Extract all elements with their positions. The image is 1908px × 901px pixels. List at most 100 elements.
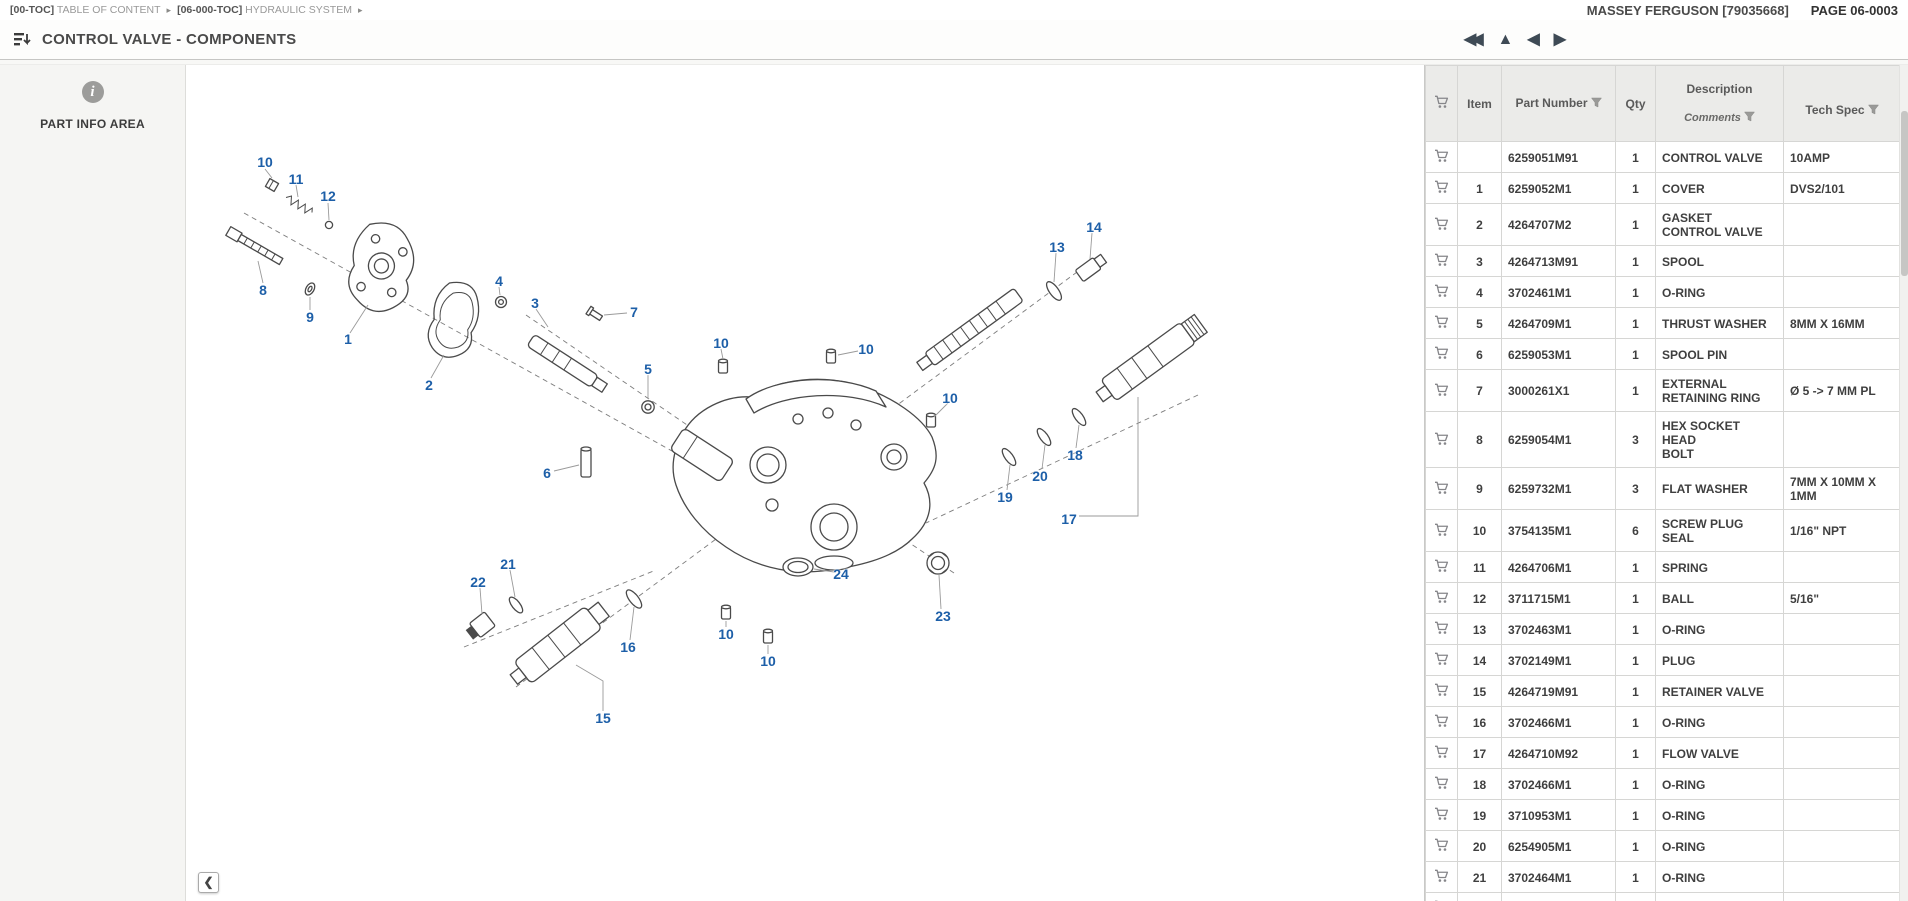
part-callout[interactable]: 8 [259,282,267,298]
add-to-cart-button[interactable] [1425,768,1458,800]
add-to-cart-button[interactable] [1425,830,1458,862]
part-callout[interactable]: 7 [630,304,638,320]
part-callout[interactable]: 10 [760,653,776,669]
add-to-cart-button[interactable] [1425,644,1458,676]
cart-icon[interactable] [1434,217,1450,231]
collapse-panel-button[interactable]: ❮ [198,872,219,893]
cart-icon[interactable] [1434,346,1450,360]
add-to-cart-button[interactable] [1425,706,1458,738]
add-to-cart-button[interactable] [1425,737,1458,769]
cart-icon[interactable] [1434,621,1450,635]
add-to-cart-button[interactable] [1425,203,1458,246]
add-to-cart-button[interactable] [1425,338,1458,370]
previous-page-button[interactable]: ◀ [1527,30,1540,48]
cart-icon[interactable] [1434,284,1450,298]
part-callout[interactable]: 10 [718,626,734,642]
add-to-cart-button[interactable] [1425,411,1458,468]
cart-icon[interactable] [1434,652,1450,666]
part-callout[interactable]: 6 [543,465,551,481]
breadcrumb-item-toc[interactable]: [00-TOC] TABLE OF CONTENT [10,4,161,16]
first-page-button[interactable]: ◀◀ [1463,30,1484,48]
add-to-cart-button[interactable] [1425,892,1458,901]
add-to-cart-button[interactable] [1425,172,1458,204]
part-callout[interactable]: 10 [713,335,729,351]
part-callout[interactable]: 3 [531,295,539,311]
part-callout[interactable]: 11 [288,171,304,187]
add-to-cart-button[interactable] [1425,307,1458,339]
cart-icon[interactable] [1434,590,1450,604]
part-callout[interactable]: 20 [1032,468,1048,484]
add-to-cart-button[interactable] [1425,861,1458,893]
cart-icon[interactable] [1434,714,1450,728]
add-to-cart-button[interactable] [1425,675,1458,707]
part-callout[interactable]: 5 [644,361,652,377]
add-to-cart-button[interactable] [1425,276,1458,308]
cart-icon[interactable] [1434,432,1450,446]
add-to-cart-button[interactable] [1425,141,1458,173]
cart-icon[interactable] [1434,559,1450,573]
add-to-cart-button[interactable] [1425,369,1458,412]
add-to-cart-button[interactable] [1425,799,1458,831]
part-callout[interactable]: 13 [1049,239,1065,255]
part-callout[interactable]: 17 [1061,511,1077,527]
cart-icon[interactable] [1434,523,1450,537]
add-to-cart-button[interactable] [1425,509,1458,552]
cart-icon[interactable] [1434,838,1450,852]
part-callout[interactable]: 16 [620,639,636,655]
cart-icon[interactable] [1434,869,1450,883]
part-callout[interactable]: 18 [1067,447,1083,463]
part-callout[interactable]: 10 [942,390,958,406]
table-row[interactable]: 224264718M11HEX PLUGM18 [1425,892,1901,901]
add-to-cart-button[interactable] [1425,467,1458,510]
table-scrollbar[interactable] [1899,65,1908,901]
part-callout[interactable]: 12 [320,188,336,204]
part-callout[interactable]: 10 [257,154,273,170]
part-callout[interactable]: 24 [833,566,849,582]
part-callout[interactable]: 15 [595,710,611,726]
part-callout[interactable]: 22 [470,574,486,590]
next-page-button[interactable]: ▶ [1553,30,1566,48]
filter-icon[interactable] [1867,104,1879,118]
part-callout[interactable]: 23 [935,608,951,624]
part-callout[interactable]: 10 [858,341,874,357]
cart-icon[interactable] [1434,180,1450,194]
part-callout[interactable]: 21 [500,556,516,572]
part-callout[interactable]: 2 [425,377,433,393]
cart-icon[interactable] [1434,383,1450,397]
part-callout[interactable]: 14 [1086,219,1102,235]
cart-icon[interactable] [1434,149,1450,163]
scrollbar-thumb[interactable] [1901,111,1908,276]
up-level-button[interactable]: ▲ [1497,30,1514,48]
part-callout[interactable]: 1 [344,331,352,347]
add-to-cart-button[interactable] [1425,613,1458,645]
breadcrumb-item-hydraulic-system[interactable]: [06-000-TOC] HYDRAULIC SYSTEM [177,4,352,16]
cart-icon[interactable] [1434,481,1450,495]
cart-icon[interactable] [1434,745,1450,759]
cart-icon[interactable] [1434,807,1450,821]
add-to-cart-button[interactable] [1425,551,1458,583]
part-callout[interactable]: 9 [306,309,314,325]
